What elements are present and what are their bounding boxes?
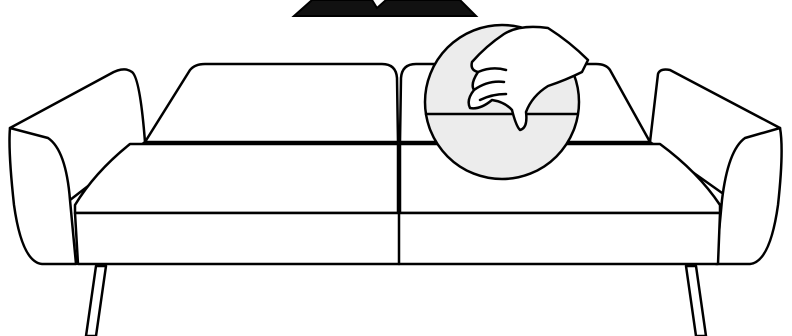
leg-right [684,264,708,336]
hand-icon [467,25,590,132]
armrest-right [648,68,783,266]
leg-left [84,264,108,336]
seat-cushion-left [73,142,400,215]
sofa-base [73,211,722,266]
back-cushion-left [143,62,400,144]
fold-indicator-icon [291,0,479,17]
